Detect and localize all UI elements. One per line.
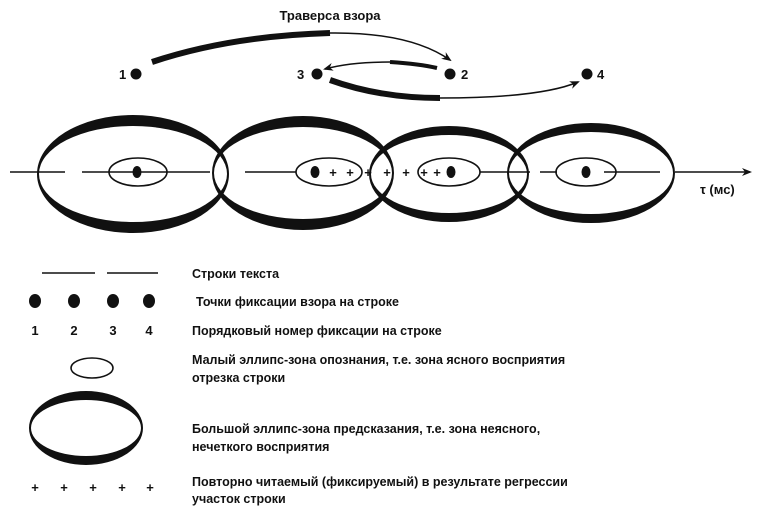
line-fixation-dot-4 [581,166,591,178]
legend-text-lines: Строки текста [192,267,280,281]
regression-mark: + [383,165,391,180]
legend-small-ellipse-text: отрезка строки [192,371,285,385]
regression-arrow-2-3 [323,60,438,71]
legend-regression-text: участок строки [192,492,286,506]
fixation-dot-4 [581,68,593,80]
legend-dot [29,294,41,308]
recognition-zone-ellipse-3 [417,157,481,187]
line-fixation-dot-3 [446,166,456,178]
legend-number: 1 [31,323,38,338]
regression-mark: + [420,165,428,180]
legend-number: 2 [70,323,77,338]
legend-dot [68,294,80,308]
legend-fixation-points: Точки фиксации взора на строке [196,295,399,309]
legend-small-ellipse-text: Малый эллипс-зона опознания, т.е. зона я… [192,353,565,367]
fixation-dot-1 [130,68,142,80]
legend-large-ellipse [29,391,143,465]
regression-mark: + [402,165,410,180]
legend-plus: + [118,480,126,495]
legend-small-ellipse [70,357,114,379]
saccade-arrow-3-4 [328,77,580,101]
regression-mark: + [346,165,354,180]
fixation-number-2: 2 [461,67,468,82]
recognition-zone-ellipse-1 [108,157,168,187]
saccade-arrow-1-2 [151,30,452,65]
diagram-title: Траверса взора [279,8,381,23]
legend-dot [143,294,155,308]
legend-fixation-order: Порядковый номер фиксации на строке [192,324,442,338]
fixation-number-1: 1 [119,67,126,82]
legend-number: 3 [109,323,116,338]
recognition-zone-ellipse-2 [295,157,363,187]
legend-dot [107,294,119,308]
line-fixation-dot-1 [132,166,142,178]
legend-large-ellipse-text: нечеткого восприятия [192,440,329,454]
legend-plus: + [60,480,68,495]
legend-regression-text: Повторно читаемый (фиксируемый) в резуль… [192,475,568,489]
regression-mark: + [364,165,372,180]
fixation-dot-3 [311,68,323,80]
legend-plus: + [89,480,97,495]
regression-mark: + [433,165,441,180]
fixation-number-4: 4 [597,67,605,82]
recognition-zone-ellipse-4 [555,157,617,187]
fixation-dot-2 [444,68,456,80]
legend-number: 4 [145,323,153,338]
axis-label-time: τ (мс) [700,182,735,197]
legend-large-ellipse-text: Большой эллипс-зона предсказания, т.е. з… [192,422,540,436]
fixation-number-3: 3 [297,67,304,82]
line-fixation-dot-2 [310,166,320,178]
prediction-zone-ellipse-4 [507,122,675,224]
legend: Строки текста Точки фиксации взора на ст… [29,267,568,506]
regression-mark: + [329,165,337,180]
legend-plus: + [146,480,154,495]
legend-plus: + [31,480,39,495]
